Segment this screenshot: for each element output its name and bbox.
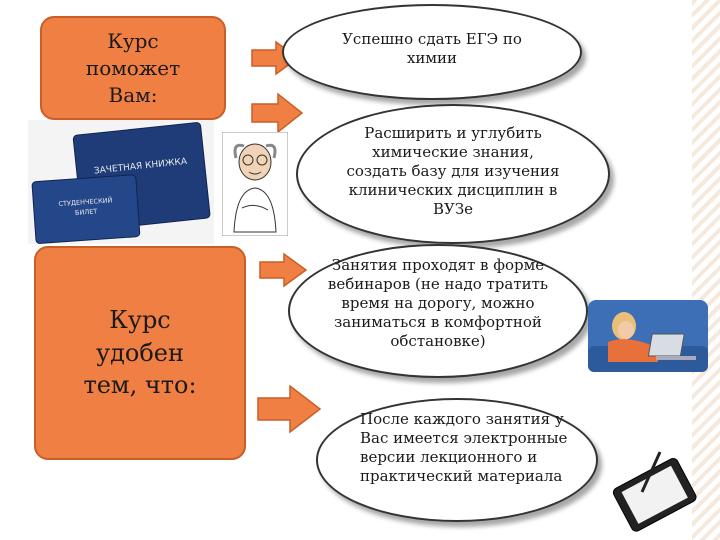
advantage-text-1: Занятия проходят в форме вебинаров (не н… — [327, 256, 549, 350]
course-helps-line: Курс — [107, 28, 159, 53]
goal-oval-2 — [296, 104, 610, 244]
arrow-right-icon — [251, 92, 304, 134]
svg-text:БИЛЕТ: БИЛЕТ — [75, 207, 98, 217]
advantage-oval-1 — [288, 244, 588, 378]
goal-text-2: Расширить и углубить химические знания, … — [346, 124, 560, 218]
advantage-oval-2 — [316, 398, 598, 522]
course-convenient-line: тем, что: — [83, 371, 197, 400]
professor-image — [222, 132, 288, 236]
course-helps-box: Курс поможет Вам: — [40, 16, 226, 120]
goal-text-1: Успешно сдать ЕГЭ по химии — [342, 30, 522, 67]
decorative-stripe — [692, 0, 720, 540]
arrow-right-icon — [259, 252, 308, 288]
arrow-right-icon — [257, 384, 322, 434]
record-books-image: ЗАЧЕТНАЯ КНИЖКА СТУДЕНЧЕСКИЙ БИЛЕТ — [28, 120, 214, 244]
tablet-image — [612, 451, 697, 532]
course-convenient-line: удобен — [96, 338, 184, 367]
student-laptop-image — [588, 300, 708, 372]
advantage-text-2: После каждого занятия у Вас имеется элек… — [360, 410, 568, 485]
course-convenient-line: Курс — [109, 306, 171, 335]
course-convenient-box: Курс удобен тем, что: — [34, 246, 246, 460]
course-helps-line: Вам: — [108, 82, 158, 107]
goal-oval-1 — [282, 4, 582, 100]
course-helps-line: поможет — [85, 55, 181, 80]
svg-text:СТУДЕНЧЕСКИЙ: СТУДЕНЧЕСКИЙ — [58, 195, 113, 208]
